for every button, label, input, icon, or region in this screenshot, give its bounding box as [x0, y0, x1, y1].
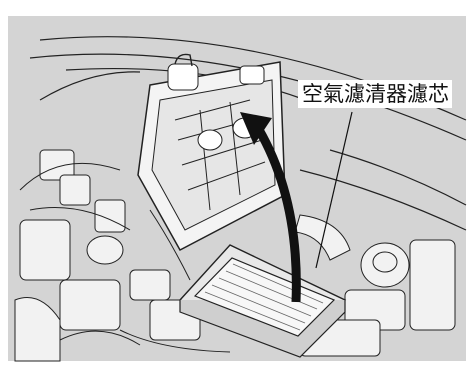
engine-parts-left	[14, 149, 201, 362]
callout-background	[298, 80, 452, 108]
air-filter-element-label: 空氣濾清器濾芯	[302, 82, 449, 106]
callout-leader-line	[315, 111, 353, 269]
engine-parts-right	[294, 214, 456, 357]
hoses-left	[19, 162, 231, 353]
lift-arrow-icon	[240, 112, 301, 303]
air-filter-element	[193, 257, 336, 337]
